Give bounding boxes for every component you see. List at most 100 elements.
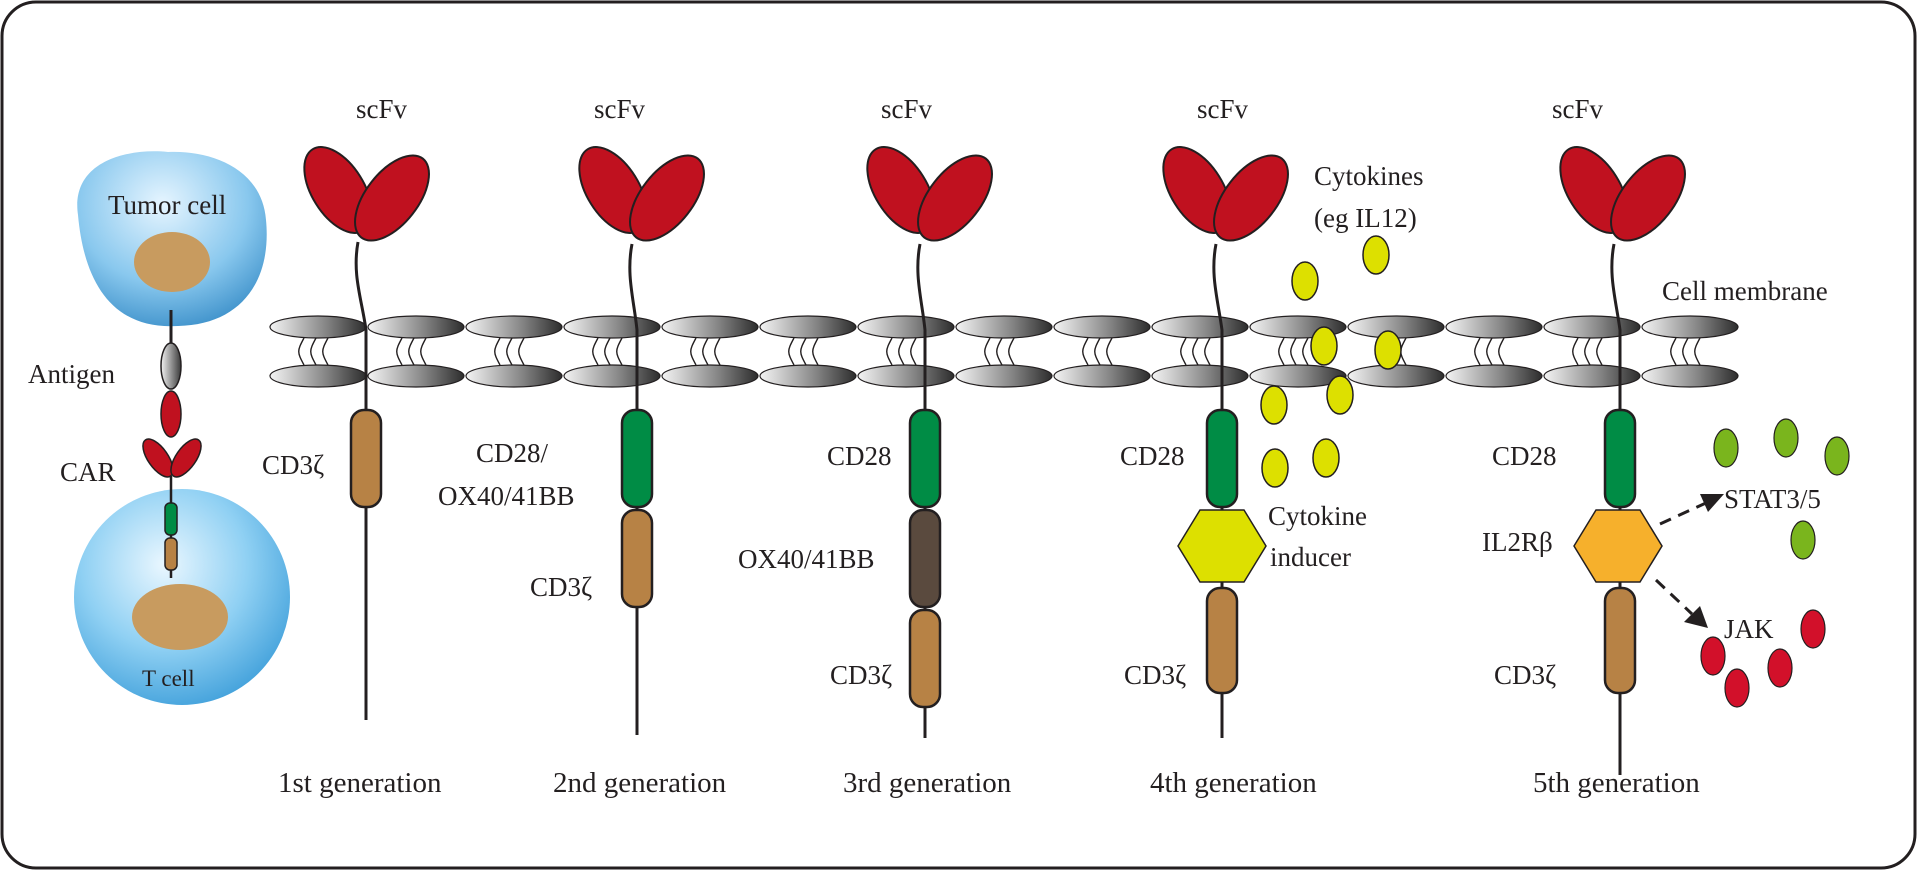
- lipid-head-inner: [857, 364, 955, 388]
- lipid-tail: [690, 337, 697, 366]
- lipid-tail: [1474, 337, 1481, 366]
- lipid-head-outer: [1445, 315, 1543, 339]
- lipid-tail: [1082, 337, 1089, 366]
- cd3z-domain: [1205, 586, 1239, 695]
- cytokine-dot: [1362, 235, 1390, 275]
- antigen-label: Antigen: [28, 359, 115, 389]
- lipid-head-outer: [563, 315, 661, 339]
- lipid-tail: [1572, 337, 1579, 366]
- scfv-label: scFv: [594, 94, 646, 124]
- cytokines-label-line2: (eg IL12): [1314, 203, 1417, 233]
- lipid-head-outer: [1053, 315, 1151, 339]
- car-stalk: [354, 241, 368, 720]
- lipid-tail: [800, 337, 807, 366]
- lipid-tail: [898, 337, 905, 366]
- t-cell-nucleus: [132, 584, 228, 650]
- scfv-label: scFv: [881, 94, 933, 124]
- lipid-head-inner: [1053, 364, 1151, 388]
- lipid-tail: [1498, 337, 1505, 366]
- cd28-label: CD28: [827, 441, 892, 471]
- lipid-tail: [996, 337, 1003, 366]
- tumor-cell-label: Tumor cell: [108, 190, 226, 220]
- scfv-label: scFv: [1552, 94, 1604, 124]
- lipid-tail: [1106, 337, 1113, 366]
- cytokine-inducer-hexagon: [1177, 509, 1267, 583]
- lipid-head-inner: [269, 364, 367, 388]
- scfv-right-lobe: [917, 154, 993, 242]
- cd3z-domain: [1603, 586, 1637, 695]
- lipid-head-outer: [465, 315, 563, 339]
- lipid-tail: [1278, 337, 1285, 366]
- jak-dot: [1800, 609, 1826, 649]
- cd28-domain: [908, 408, 942, 509]
- car-stalk: [916, 243, 927, 738]
- ox40-41bb-domain: [908, 508, 942, 609]
- lipid-tail: [420, 337, 427, 366]
- arrow-to-stat: [1659, 500, 1709, 526]
- lipid-head-outer: [857, 315, 955, 339]
- cd28-label: CD28: [1492, 441, 1557, 471]
- stat-dot: [1824, 436, 1850, 476]
- cytokine-inducer-label-line1: Cytokine: [1268, 501, 1367, 531]
- cytokine-dot: [1312, 438, 1340, 478]
- car-cd3z-domain: [164, 537, 178, 571]
- lipid-head-inner: [759, 364, 857, 388]
- lipid-tail: [506, 337, 513, 366]
- lipid-tail: [910, 337, 917, 366]
- scfv-label: scFv: [356, 94, 408, 124]
- scfv-right-lobe: [1213, 154, 1289, 242]
- lipid-head-inner: [465, 364, 563, 388]
- arrow-head-icon: [1700, 494, 1724, 512]
- arrow-head-icon: [1684, 606, 1708, 628]
- cd28-ox40-41bb-domain: [620, 408, 654, 509]
- lipid-tail: [518, 337, 525, 366]
- car-scfv-top: [160, 390, 182, 438]
- overview-panel: Tumor cell Antigen CAR T cell: [28, 151, 290, 705]
- lipid-head-inner: [1641, 364, 1739, 388]
- lipid-tail: [1584, 337, 1591, 366]
- car-scfv-right: [170, 438, 202, 478]
- lipid-tail: [1290, 337, 1297, 366]
- generation-name: 1st generation: [278, 767, 442, 799]
- lipid-head-inner: [661, 364, 759, 388]
- lipid-head-outer: [661, 315, 759, 339]
- lipid-head-inner: [1249, 364, 1347, 388]
- scfv-right-lobe: [629, 154, 705, 242]
- lipid-tail: [396, 337, 403, 366]
- arrow-to-jak: [1654, 578, 1694, 616]
- cytokine-dot: [1260, 385, 1288, 425]
- car-label: CAR: [60, 457, 116, 487]
- lipid-tail: [788, 337, 795, 366]
- cd28-domain: [1603, 408, 1637, 509]
- generation-name: 5th generation: [1533, 767, 1700, 799]
- stat-label: STAT3/5: [1724, 484, 1821, 514]
- cytokines-label-line1: Cytokines: [1314, 161, 1424, 191]
- lipid-tail: [714, 337, 721, 366]
- car-stalk: [1212, 243, 1224, 738]
- stat-dot: [1773, 418, 1799, 458]
- lipid-tail: [1682, 337, 1689, 366]
- jak-dot: [1724, 668, 1750, 708]
- lipid-tail: [494, 337, 501, 366]
- lipid-head-inner: [1543, 364, 1641, 388]
- lipid-tail: [604, 337, 611, 366]
- lipid-tail: [984, 337, 991, 366]
- lipid-tail: [1302, 337, 1309, 366]
- lipid-tail: [1180, 337, 1187, 366]
- generation-2: scFv CD28/ OX40/41BB CD3ζ 2nd generation: [438, 94, 727, 799]
- stat-dot: [1713, 428, 1739, 468]
- cd3z-label: CD3ζ: [1124, 660, 1186, 690]
- lipid-head-outer: [1641, 315, 1739, 339]
- cytokine-dot: [1310, 326, 1338, 366]
- lipid-head-outer: [1151, 315, 1249, 339]
- cytokine-dot: [1374, 330, 1402, 370]
- lipid-tail: [310, 337, 317, 366]
- cell-membrane-label: Cell membrane: [1662, 276, 1828, 306]
- lipid-tail: [322, 337, 329, 366]
- cd3z-domain: [349, 408, 383, 509]
- generation-1: scFv CD3ζ 1st generation: [262, 94, 442, 799]
- lipid-tail: [408, 337, 415, 366]
- jak-label: JAK: [1724, 614, 1774, 644]
